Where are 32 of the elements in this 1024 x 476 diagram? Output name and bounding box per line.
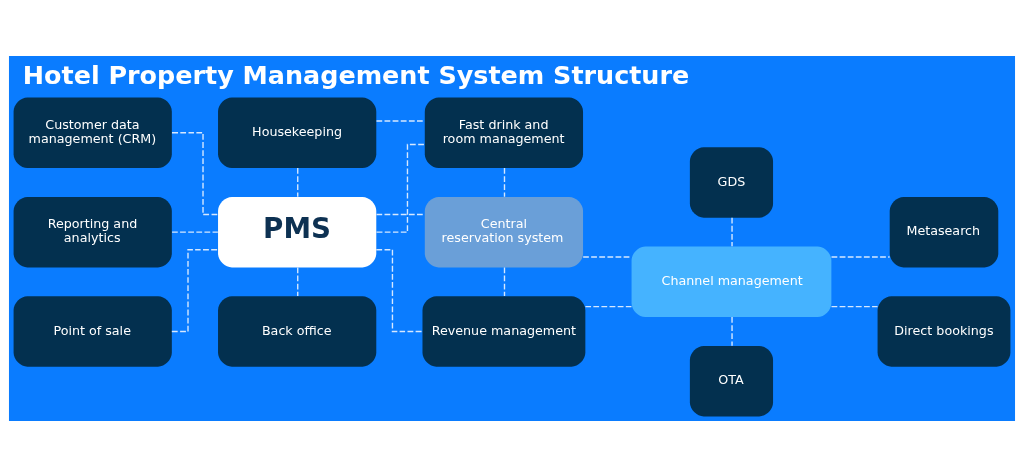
node-box: Channel management [631,246,832,317]
connector [171,248,219,332]
node-box: Back office [218,295,377,367]
node-box: Metasearch [889,196,999,267]
node-box: Reporting and analytics [13,196,172,267]
connector [171,131,219,215]
connector [503,266,506,297]
connector [830,255,891,258]
connector [375,213,426,215]
diagram-title: Hotel Property Management System Structure [22,59,690,90]
connector [297,166,299,197]
node-box: Customer data management (CRM) [13,97,172,168]
connector [375,248,423,332]
node-box: Central reservation system [424,196,584,267]
connector [375,143,426,233]
node-box: GDS [689,146,774,218]
node-box: Revenue management [422,295,586,367]
connector [830,305,879,307]
node-box: Fast drink and room management [424,97,584,168]
node-box: Point of sale [13,295,172,367]
node-box: OTA [689,345,774,416]
connector [503,166,506,197]
connector [375,119,426,122]
connector [731,216,733,247]
node-box: Direct bookings [877,295,1011,367]
connector [731,315,733,346]
node-box: PMS [218,196,377,267]
node-box: Housekeeping [218,97,377,168]
connector [584,305,633,307]
connector [582,255,632,258]
connector [171,230,219,233]
connector [297,266,299,297]
